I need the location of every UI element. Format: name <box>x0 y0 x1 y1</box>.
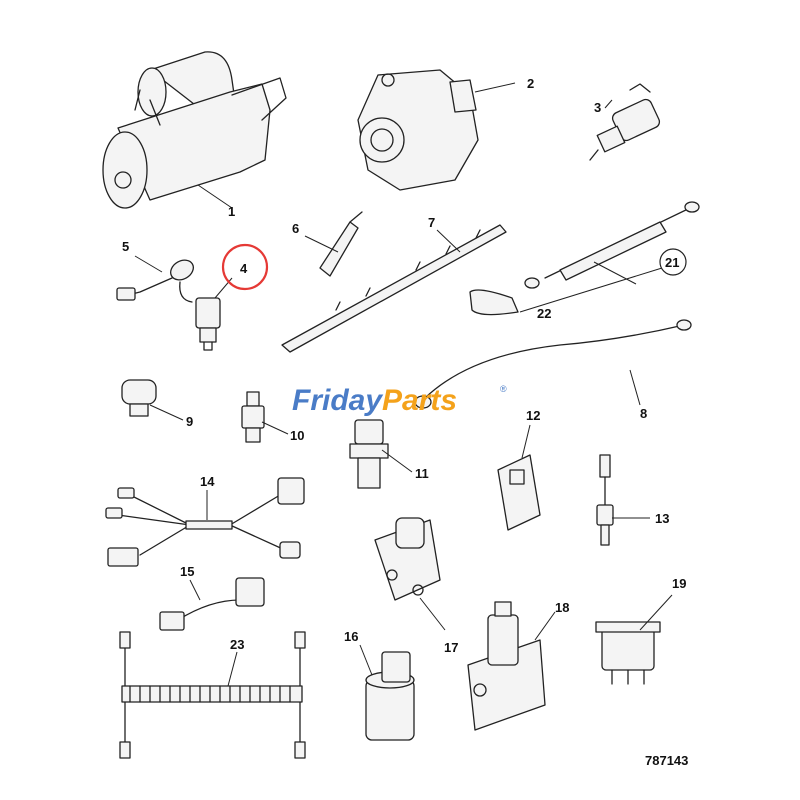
part-11-switch[interactable] <box>349 419 389 489</box>
part-15-adaptor-lead[interactable] <box>159 577 265 631</box>
part-9-pressure-switch[interactable] <box>121 379 157 417</box>
callout-21[interactable]: 21 <box>665 255 679 270</box>
callout-6[interactable]: 6 <box>292 221 299 236</box>
callouts: 1 2 3 4 5 6 7 8 9 10 11 12 13 14 15 16 1… <box>122 76 686 655</box>
callout-7[interactable]: 7 <box>428 215 435 230</box>
part-2-alternator[interactable] <box>357 69 479 191</box>
part-14-harness[interactable] <box>105 477 305 567</box>
part-13-sensor-probe[interactable] <box>596 454 614 546</box>
part-12-relay-module[interactable] <box>497 454 541 531</box>
callout-2[interactable]: 2 <box>527 76 534 91</box>
callout-10[interactable]: 10 <box>290 428 304 443</box>
part-7-busbar[interactable] <box>281 224 507 353</box>
part-6-glow-plug[interactable] <box>319 211 363 277</box>
part-23-convoluted-tube[interactable] <box>119 631 306 759</box>
part-8-earth-strap[interactable] <box>414 319 692 409</box>
svg-text:FridayParts: FridayParts <box>292 384 457 417</box>
part-3-solenoid[interactable] <box>589 83 661 161</box>
part-16-canister[interactable] <box>365 651 415 741</box>
callout-17[interactable]: 17 <box>444 640 458 655</box>
part-21-braided-cable[interactable] <box>524 201 700 289</box>
callout-22[interactable]: 22 <box>537 306 551 321</box>
part-19-relay[interactable] <box>595 621 661 685</box>
callout-11[interactable]: 11 <box>415 466 429 481</box>
callout-3[interactable]: 3 <box>594 100 601 115</box>
callout-18[interactable]: 18 <box>555 600 569 615</box>
watermark-word1: Friday <box>292 384 383 417</box>
callout-1[interactable]: 1 <box>228 204 235 219</box>
part-5-sender-lead[interactable] <box>116 256 197 303</box>
callout-23[interactable]: 23 <box>230 637 244 652</box>
callout-19[interactable]: 19 <box>672 576 686 591</box>
part-4-pressure-switch[interactable] <box>195 297 221 351</box>
part-18-valve-block[interactable] <box>467 601 546 731</box>
callout-13[interactable]: 13 <box>655 511 669 526</box>
part-1-starter-motor[interactable] <box>102 51 287 209</box>
callout-4[interactable]: 4 <box>240 261 248 276</box>
watermark-logo: FridayParts ® <box>292 384 507 417</box>
callout-12[interactable]: 12 <box>526 408 540 423</box>
part-17-solenoid-valve[interactable] <box>374 517 441 601</box>
callout-9[interactable]: 9 <box>186 414 193 429</box>
callout-16[interactable]: 16 <box>344 629 358 644</box>
callout-8[interactable]: 8 <box>640 406 647 421</box>
callout-14[interactable]: 14 <box>200 474 215 489</box>
watermark-word2: Parts <box>382 384 457 417</box>
highlight-circle <box>221 243 269 291</box>
callout-15[interactable]: 15 <box>180 564 194 579</box>
part-22-terminal-boot[interactable] <box>469 289 519 316</box>
watermark-registered: ® <box>500 384 507 394</box>
diagram-reference: 787143 <box>645 753 688 768</box>
callout-21-circle <box>659 248 687 276</box>
callout-5[interactable]: 5 <box>122 239 129 254</box>
part-10-temp-sender[interactable] <box>241 391 265 443</box>
